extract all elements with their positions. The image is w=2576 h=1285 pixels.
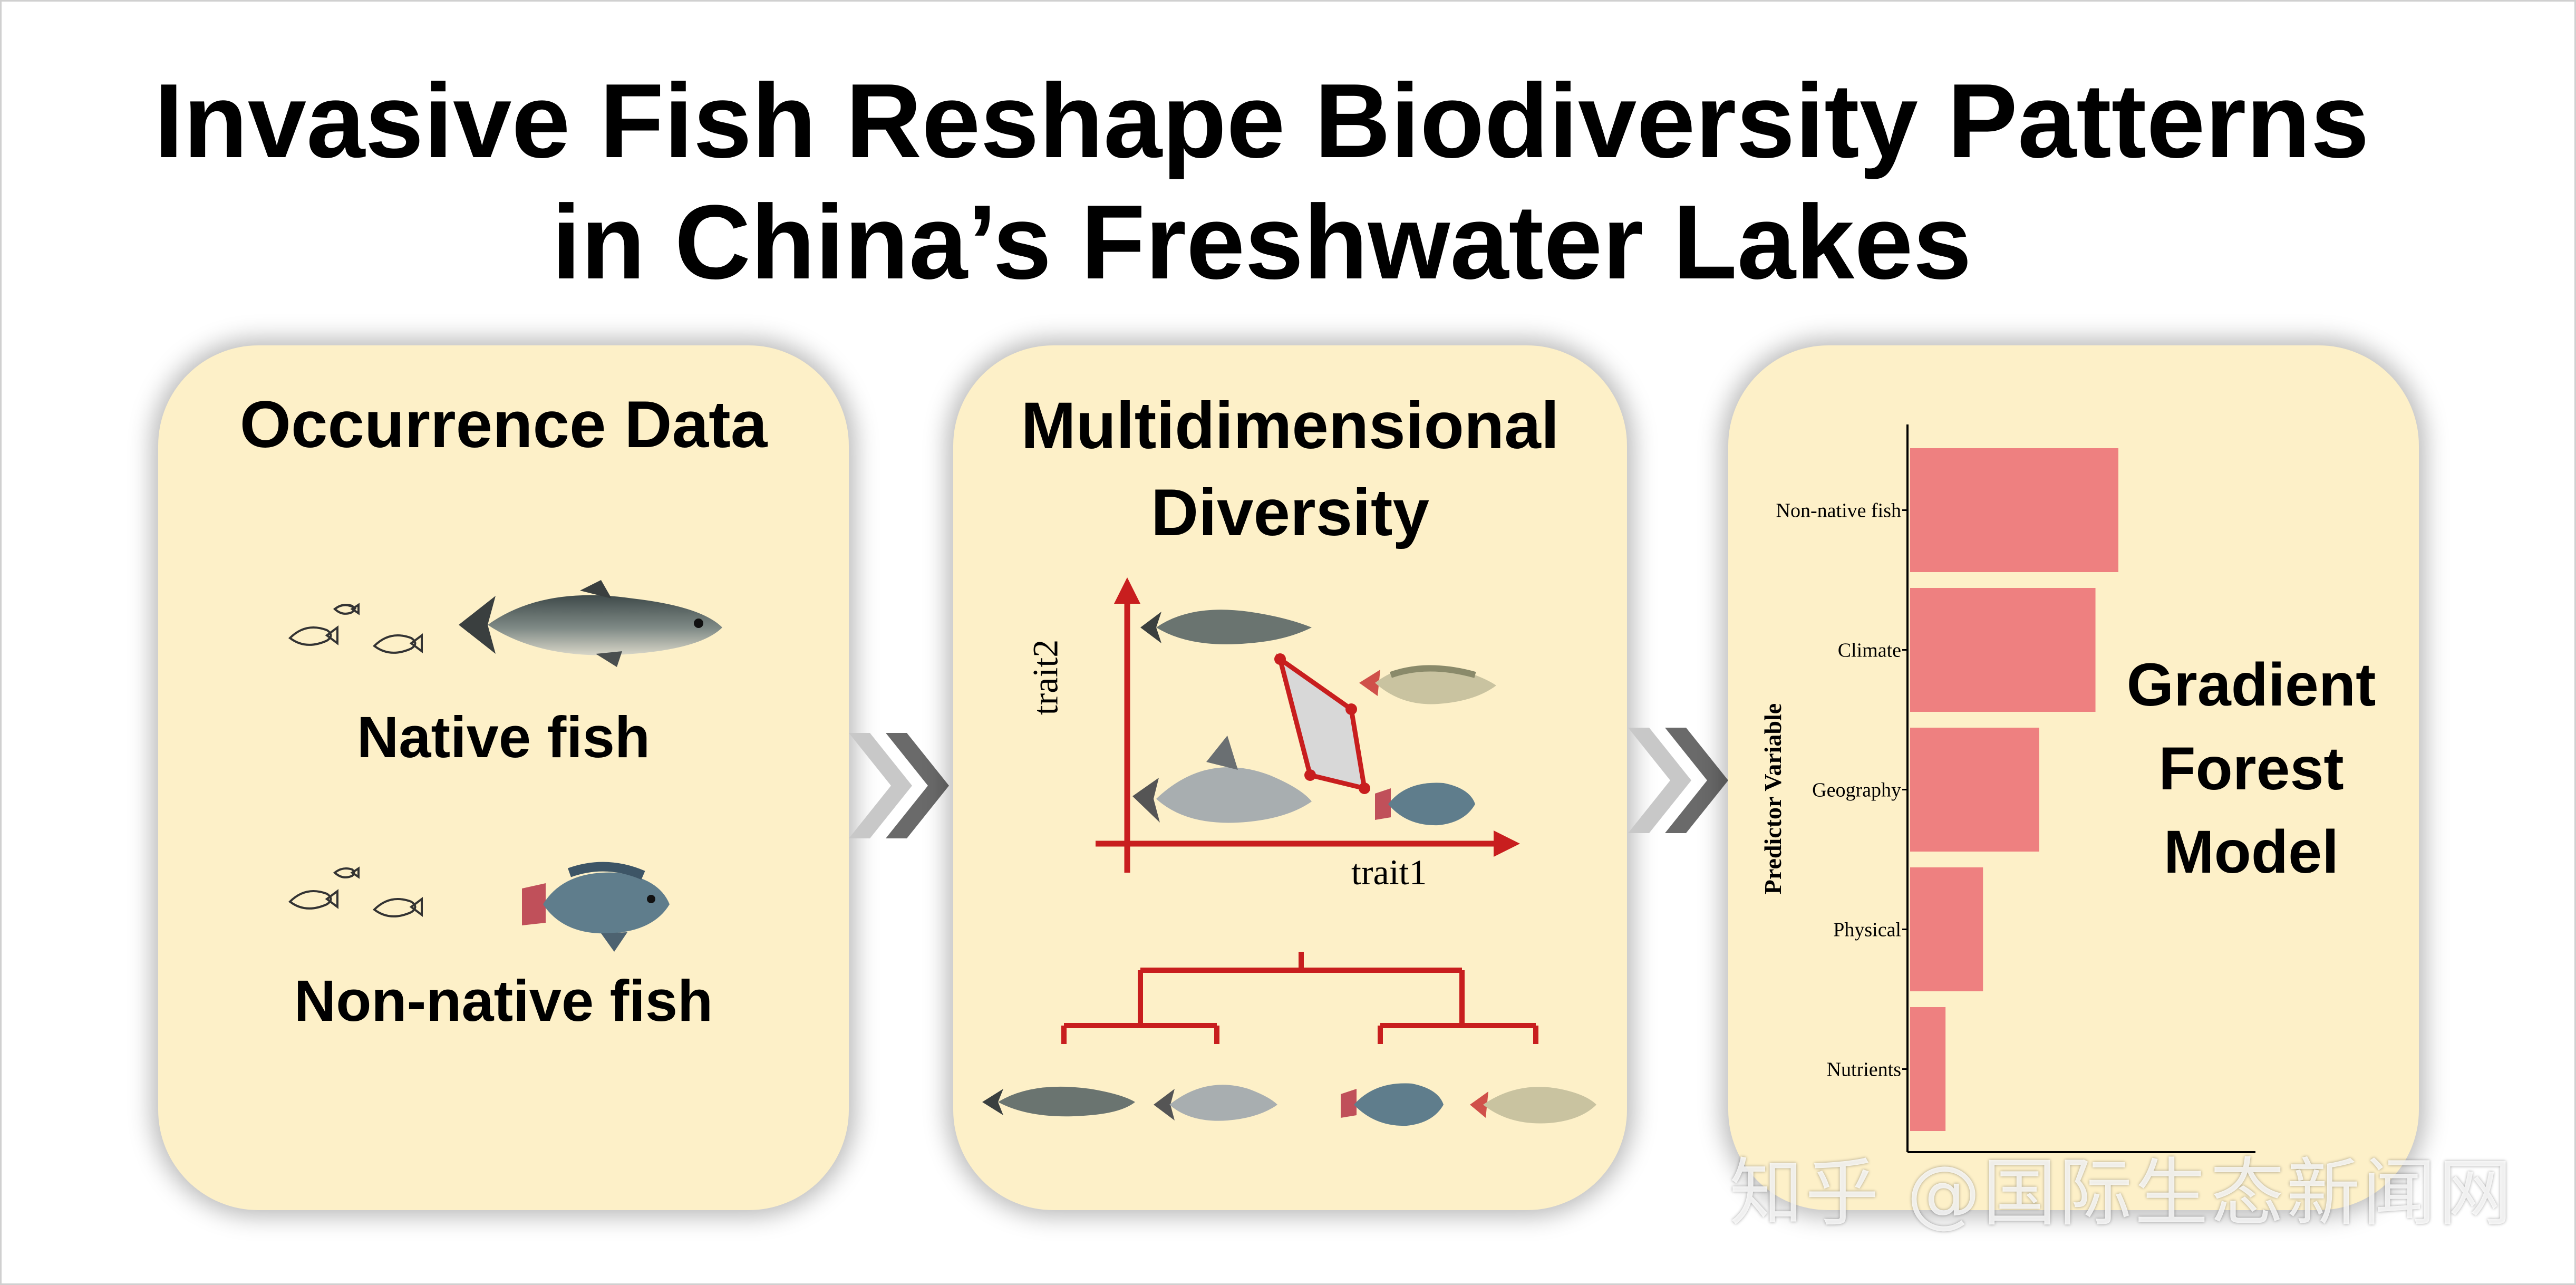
gradient-forest-title: Gradient Forest Model [2088, 643, 2415, 894]
small-fish-outline-icon [288, 603, 423, 654]
tilapia-image [1341, 1083, 1444, 1126]
occurrence-title: Occurrence Data [239, 388, 768, 461]
occurrence-panel: Occurrence Data Native fish [158, 345, 849, 1210]
silver-carp-image [1140, 610, 1312, 644]
importance-bar [1910, 588, 2096, 712]
y-axis-label: trait2 [1025, 639, 1066, 716]
bream-image [1154, 1085, 1277, 1121]
tilapia-image [522, 862, 670, 952]
diversity-title-line2: Diversity [1150, 476, 1430, 549]
main-title-line2: in China’s Freshwater Lakes [551, 183, 1972, 301]
main-title-line1: Invasive Fish Reshape Biodiversity Patte… [154, 62, 2369, 180]
gf-title-line3: Model [2163, 818, 2339, 886]
chevron-right-icon [1628, 728, 1728, 833]
watermark: 知乎 @国际生态新闻网 [1729, 1151, 2514, 1236]
silver-carp-image [459, 580, 722, 667]
diversity-panel: Multidimensional Diversity [953, 345, 1627, 1210]
importance-bar [1910, 867, 1983, 991]
importance-bar [1910, 1007, 1946, 1131]
category-label: Physical [1833, 919, 1901, 941]
importance-bar [1910, 448, 2118, 572]
bream-image [1132, 736, 1312, 823]
category-label: Non-native fish [1776, 500, 1901, 522]
category-label: Geography [1812, 779, 1901, 801]
non-native-fish-label: Non-native fish [294, 969, 713, 1033]
silver-carp-image [982, 1086, 1135, 1117]
red-tailed-fish-image [1359, 665, 1496, 704]
red-tailed-fish-image [1470, 1087, 1596, 1124]
gf-title-line2: Forest [2158, 735, 2344, 803]
trait-space-plot [982, 577, 1596, 1126]
diversity-title: Multidimensional Diversity [953, 382, 1627, 556]
y-axis-title: Predictor Variable [1759, 703, 1786, 894]
tilapia-image [1375, 782, 1475, 826]
diversity-title-line1: Multidimensional [1021, 389, 1560, 462]
x-axis-label: trait1 [1351, 852, 1427, 892]
small-fish-outline-icon [288, 866, 423, 917]
gf-title-line1: Gradient [2126, 651, 2376, 719]
native-fish-label: Native fish [356, 705, 651, 770]
importance-bar-chart: Non-native fishClimateGeographyPhysicalN… [1759, 424, 2255, 1153]
category-label: Nutrients [1827, 1059, 1901, 1081]
category-label: Climate [1838, 640, 1901, 662]
chevron-right-icon [849, 733, 949, 838]
importance-bar [1910, 728, 2039, 852]
